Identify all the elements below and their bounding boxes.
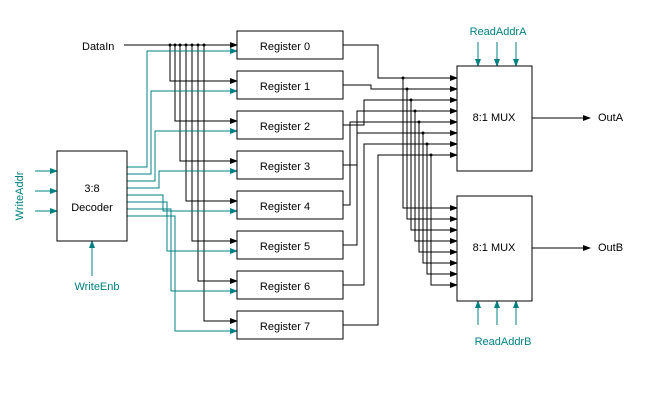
register-5-box: [236, 230, 344, 260]
register-1-label: Register 1: [260, 81, 310, 93]
mux-branch-junction-0: [401, 76, 405, 80]
mux-branch-junction-7: [429, 153, 433, 157]
register-2-to-mux-b-wire: [410, 100, 458, 233]
decoder-box: [56, 150, 128, 242]
mux-a-label: 8:1 MUX: [473, 112, 516, 124]
outa-label: OutA: [598, 112, 624, 124]
register-2-box: [236, 110, 344, 140]
register-2-to-mux-a-wire: [343, 97, 458, 126]
register-6-box: [236, 270, 344, 300]
register-7-to-mux-a-wire: [343, 152, 458, 326]
datain-to-register-4-wire: [185, 45, 238, 204]
decoder-enable-6-wire: [127, 208, 238, 294]
decoder-enable-5-wire: [127, 201, 238, 254]
register-5-to-mux-b-wire: [422, 133, 458, 266]
register-5-to-mux-a-wire: [343, 130, 458, 246]
datain-junction-3: [178, 43, 182, 47]
mux-branch-junction-2: [409, 98, 413, 102]
datain-junction-2: [173, 43, 177, 47]
decoder-enable-1-wire: [127, 88, 238, 175]
readaddrb-label: ReadAddrB: [475, 336, 532, 348]
register-bank: Register 0 Register 1 Register 2 Registe…: [236, 30, 344, 340]
register-4-to-mux-a-wire: [343, 119, 458, 206]
register-3-label: Register 3: [260, 161, 310, 173]
register-0-box: [236, 30, 344, 60]
mux-b-box: [456, 195, 533, 302]
register-0-to-mux-b-wire: [402, 78, 458, 211]
mux-b-block: 8:1 MUX: [456, 195, 533, 302]
mux-branch-junction-6: [425, 142, 429, 146]
datain-to-register-1-wire: [169, 45, 238, 84]
register-1-to-mux-a-wire: [343, 84, 458, 92]
register-4-label: Register 4: [260, 201, 310, 213]
mux-b-label: 8:1 MUX: [473, 242, 516, 254]
register-0-label: Register 0: [260, 41, 310, 53]
register-4-to-mux-b-wire: [418, 122, 458, 255]
register-7-to-mux-b-wire: [430, 155, 458, 288]
datain-to-register-7-wire: [203, 45, 238, 324]
mux-branch-junction-4: [417, 120, 421, 124]
decoder-label-line1: 3:8: [84, 183, 99, 195]
decoder-enable-2-wire: [127, 128, 238, 182]
outb-label: OutB: [598, 242, 623, 254]
decoder-enable-4-wire: [127, 194, 238, 214]
register-5-label: Register 5: [260, 241, 310, 253]
mux-branch-junction-5: [421, 131, 425, 135]
readaddra-label: ReadAddrA: [470, 26, 528, 38]
datain-junction-4: [184, 43, 188, 47]
datain-to-register-6-wire: [197, 45, 238, 284]
register-2-label: Register 2: [260, 121, 310, 133]
register-7-box: [236, 310, 344, 340]
register-3-to-mux-a-wire: [343, 108, 458, 166]
register-6-to-mux-a-wire: [343, 141, 458, 286]
datain-junction-1: [168, 43, 172, 47]
register-0-to-mux-a-wire: [343, 44, 458, 81]
datain-to-register-3-wire: [179, 45, 238, 164]
mux-a-box: [456, 65, 533, 172]
datain-junction-7: [202, 43, 206, 47]
decoder-block: 3:8 Decoder: [56, 150, 128, 242]
datain-to-register-2-wire: [174, 45, 238, 124]
register-3-box: [236, 150, 344, 180]
decoder-enable-0-wire: [127, 48, 238, 168]
decoder-enable-3-wire: [127, 168, 238, 189]
decoder-label-line2: Decoder: [71, 202, 113, 214]
writeaddr-label: WriteAddr: [14, 171, 26, 220]
register-4-box: [236, 190, 344, 220]
decoder-enable-7-wire: [127, 215, 238, 334]
register-7-label: Register 7: [260, 321, 310, 333]
register-1-box: [236, 70, 344, 100]
datain-junction-6: [196, 43, 200, 47]
datain-to-register-5-wire: [191, 45, 238, 244]
mux-branch-junction-1: [405, 87, 409, 91]
mux-branch-junction-3: [413, 109, 417, 113]
wires: [35, 42, 591, 334]
datain-label: DataIn: [82, 41, 114, 53]
register-6-label: Register 6: [260, 281, 310, 293]
writeenb-label: WriteEnb: [74, 281, 119, 293]
register-3-to-mux-b-wire: [414, 111, 458, 244]
datain-junction-5: [190, 43, 194, 47]
register-1-to-mux-b-wire: [406, 89, 458, 222]
register-6-to-mux-b-wire: [426, 144, 458, 277]
mux-a-block: 8:1 MUX: [456, 65, 533, 172]
